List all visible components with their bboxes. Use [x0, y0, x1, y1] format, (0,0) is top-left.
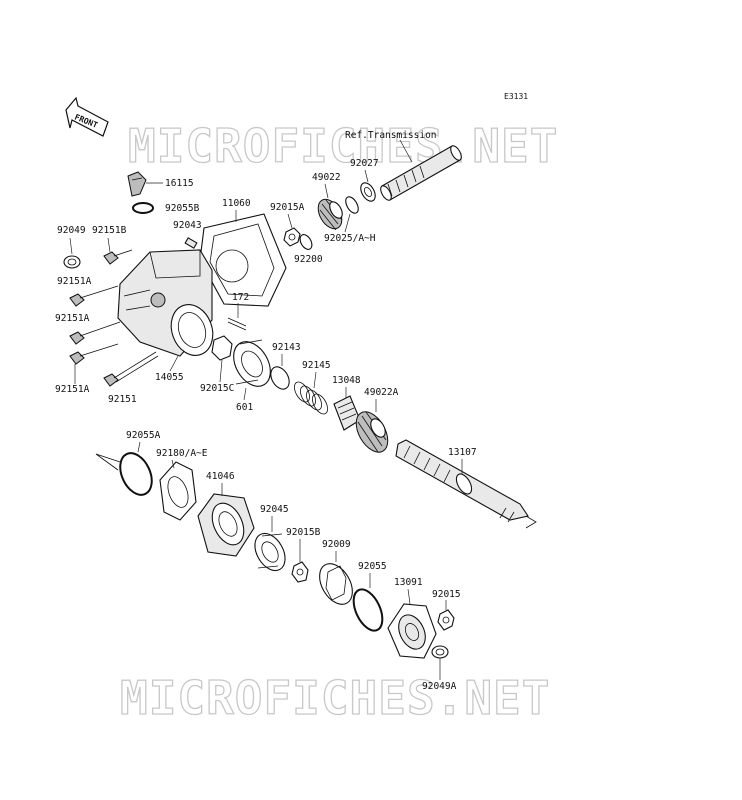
- bolt-92151-icon: [103, 351, 159, 387]
- oring-92055A-icon: [95, 452, 153, 496]
- bearing-92045-icon: [254, 532, 286, 572]
- diagram-code: E3131: [504, 92, 528, 101]
- front-arrow-icon: FRONT: [65, 96, 109, 137]
- label-11060: 11060: [222, 198, 251, 209]
- watermark-bottom: MICROFICHES.NET: [120, 671, 550, 725]
- label-13107: 13107: [448, 447, 477, 458]
- label-92043: 92043: [173, 220, 202, 231]
- label-13091: 13091: [394, 577, 423, 588]
- bolt-92151A-1-icon: [69, 285, 119, 307]
- bearing-601-icon: [233, 339, 271, 387]
- label-92145: 92145: [302, 360, 331, 371]
- seal-92049-icon: [63, 255, 81, 269]
- label-92200: 92200: [294, 254, 323, 265]
- oring-92055-icon: [352, 588, 384, 632]
- output-shaft-13107-icon: [395, 439, 537, 529]
- bolt-92151A-3-icon: [69, 343, 119, 365]
- label-92027: 92027: [350, 158, 379, 169]
- label-92151A-3: 92151A: [55, 384, 90, 395]
- seal-92049A-icon: [431, 645, 449, 659]
- label-41046: 41046: [206, 471, 235, 482]
- label-92015B: 92015B: [286, 527, 321, 538]
- bevel-gear-49022-icon: [317, 198, 343, 231]
- label-92015: 92015: [432, 589, 461, 600]
- label-14055: 14055: [155, 372, 184, 383]
- label-92049A: 92049A: [422, 681, 457, 692]
- cover-13091-icon: [387, 603, 437, 659]
- nut-92015B-icon: [291, 561, 309, 583]
- stud-172-icon: [227, 317, 247, 331]
- label-601: 601: [236, 402, 253, 413]
- nut-92009-icon: [319, 563, 353, 605]
- watermark-top: MICROFICHES.NET: [128, 119, 558, 173]
- label-92009: 92009: [322, 539, 351, 550]
- spring-92145-icon: [294, 381, 328, 415]
- bolt-92151A-2-icon: [69, 321, 121, 345]
- nut-92015A-icon: [283, 227, 301, 247]
- bevel-gear-49022A-icon: [355, 411, 389, 453]
- case-41046-icon: [197, 493, 255, 557]
- label-92180: 92180/A~E: [156, 448, 208, 459]
- label-92025: 92025/A~H: [324, 233, 376, 244]
- label-16115: 16115: [165, 178, 194, 189]
- label-92143: 92143: [272, 342, 301, 353]
- label-49022: 49022: [312, 172, 341, 183]
- shim-92025-icon: [345, 196, 359, 214]
- label-92015C: 92015C: [200, 383, 234, 394]
- label-13048: 13048: [332, 375, 361, 386]
- label-92151: 92151: [108, 394, 137, 405]
- washer-92200-icon: [299, 234, 313, 250]
- oring-92055B-icon: [132, 202, 154, 214]
- washer-92027-icon: [360, 182, 376, 202]
- ref-transmission-label: Ref.Transmission: [345, 130, 437, 141]
- label-92151A-1: 92151A: [57, 276, 92, 287]
- label-92055A: 92055A: [126, 430, 161, 441]
- label-49022A: 49022A: [364, 387, 399, 398]
- label-172: 172: [232, 292, 249, 303]
- label-92055: 92055: [358, 561, 387, 572]
- label-92015A: 92015A: [270, 202, 305, 213]
- bolt-92151B-icon: [103, 249, 133, 265]
- collar-92143-icon: [270, 366, 290, 390]
- label-92055B: 92055B: [165, 203, 200, 214]
- transmission-shaft-icon: [380, 145, 462, 201]
- breather-16115-icon: [127, 171, 147, 197]
- label-92045: 92045: [260, 504, 289, 515]
- shim-plate-92180-icon: [159, 461, 197, 521]
- nut-92015C-icon: [211, 335, 233, 361]
- leader-line: [399, 139, 413, 163]
- housing-14055-icon: [117, 249, 214, 357]
- clutch-13048-icon: [333, 395, 361, 431]
- pin-92043-icon: [184, 237, 198, 249]
- label-92151A-2: 92151A: [55, 313, 90, 324]
- label-92049: 92049: [57, 225, 86, 236]
- label-92151B: 92151B: [92, 225, 127, 236]
- nut-92015-icon: [437, 609, 455, 631]
